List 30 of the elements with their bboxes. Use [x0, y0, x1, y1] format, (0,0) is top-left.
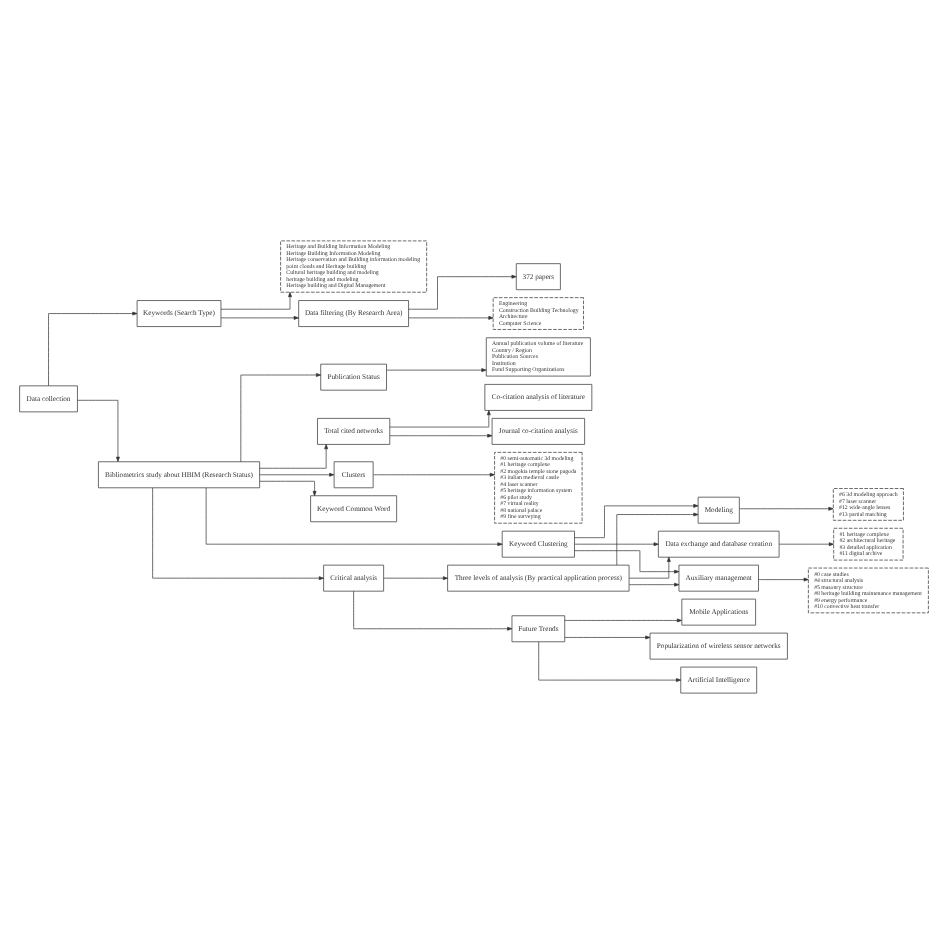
arrow	[77, 399, 120, 462]
arrow	[220, 292, 292, 310]
arrow	[574, 503, 699, 539]
arrow	[373, 472, 495, 477]
arrow	[739, 506, 834, 511]
arrow	[389, 410, 491, 428]
arrow	[628, 556, 671, 579]
arrow	[48, 311, 138, 387]
arrow	[628, 582, 680, 587]
arrow	[538, 641, 682, 682]
arrow	[205, 487, 503, 547]
arrow	[564, 618, 682, 623]
arrow	[259, 472, 335, 477]
arrow	[408, 316, 494, 320]
arrow	[240, 373, 322, 463]
arrow	[564, 635, 651, 640]
arrow	[259, 444, 329, 469]
arrow	[574, 542, 659, 547]
arrow	[220, 316, 299, 320]
arrow	[389, 433, 493, 438]
arrow	[408, 274, 517, 310]
arrow	[259, 480, 317, 497]
arrow	[383, 576, 448, 581]
arrow	[616, 512, 699, 566]
arrow	[386, 368, 487, 372]
arrow	[152, 487, 324, 581]
arrow	[574, 550, 680, 574]
arrow	[353, 590, 513, 631]
arrow	[758, 577, 809, 582]
arrow	[778, 542, 834, 547]
